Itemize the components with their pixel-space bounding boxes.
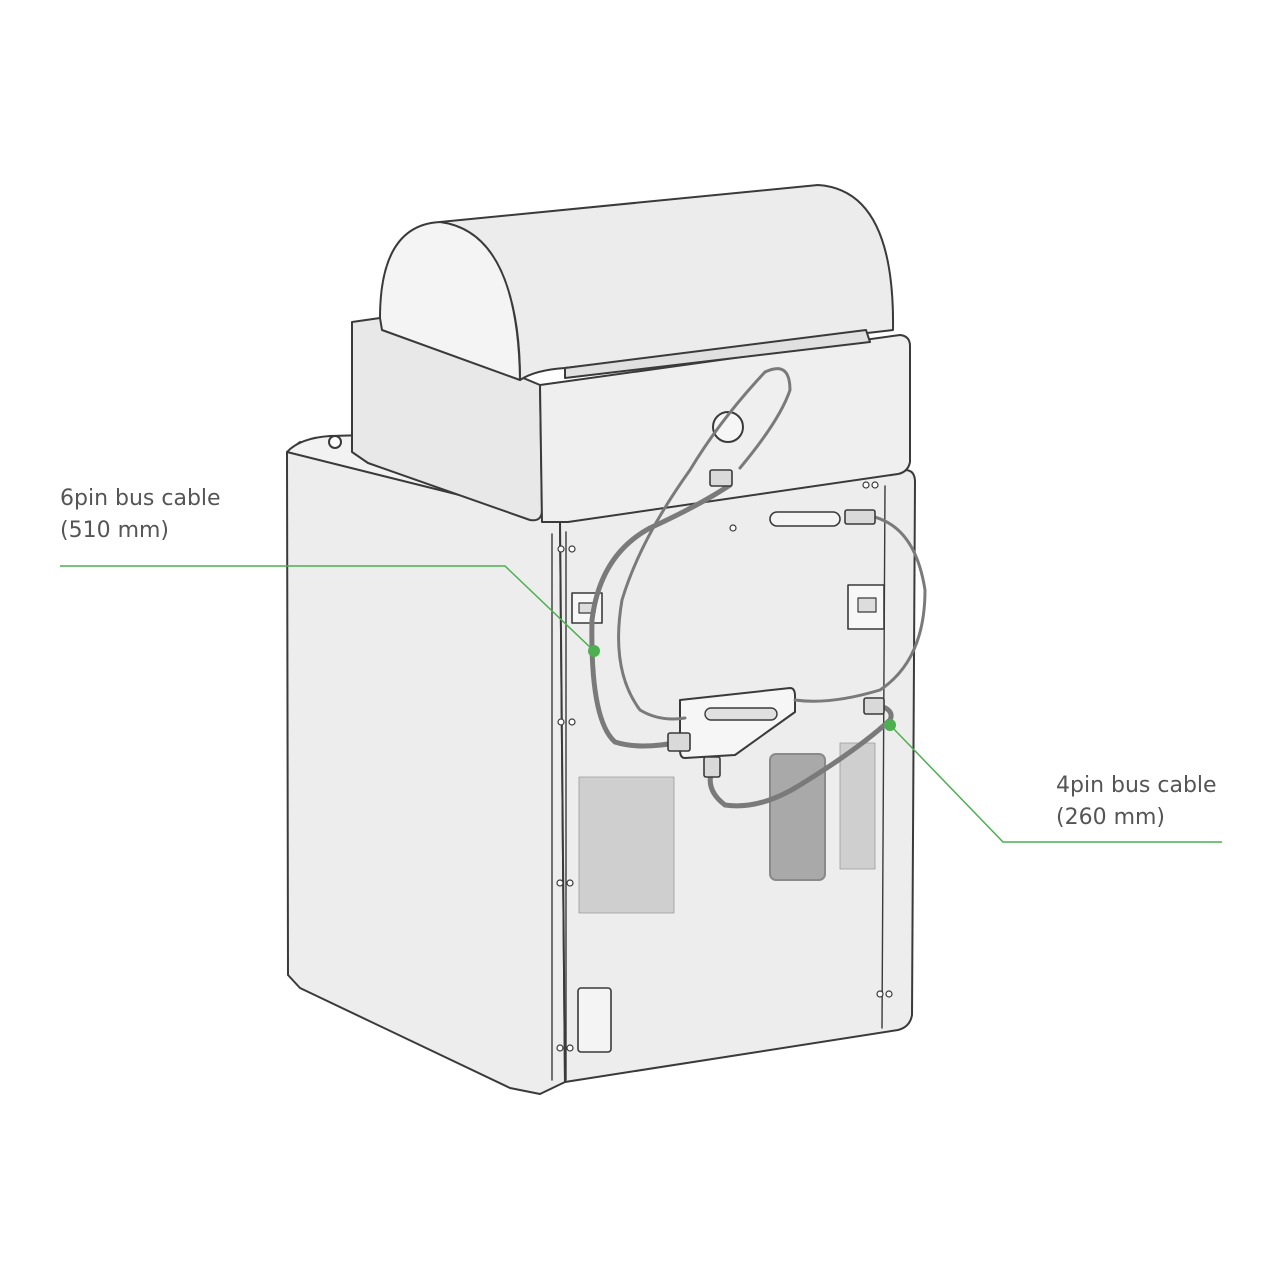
dome-rim bbox=[564, 329, 871, 379]
4pin-cable bbox=[707, 702, 894, 809]
hub-slot bbox=[704, 707, 778, 721]
dome-side-arc bbox=[379, 221, 521, 381]
loop-cable bbox=[617, 367, 792, 721]
callout-dot-6pin bbox=[588, 645, 600, 657]
callout-6pin-length: (510 mm) bbox=[60, 518, 170, 543]
top-slot bbox=[769, 511, 841, 527]
leader-line-4pin bbox=[889, 724, 1222, 843]
connector-6pin-hub bbox=[667, 732, 691, 752]
callout-dot-4pin bbox=[884, 719, 896, 731]
port-window-right-inner bbox=[857, 597, 877, 613]
callout-4pin-length: (260 mm) bbox=[1056, 805, 1166, 830]
callout-4pin-name: 4pin bus cable bbox=[1056, 773, 1217, 798]
callout-label-4pin: 4pin bus cable (260 mm) bbox=[1056, 770, 1217, 834]
vent-grille-right bbox=[839, 742, 876, 870]
6pin-cable bbox=[589, 482, 733, 749]
cabinet-back-face bbox=[559, 469, 916, 1083]
leader-line-6pin bbox=[60, 565, 595, 652]
rail-right bbox=[881, 485, 886, 1029]
connector-4pin-end bbox=[863, 697, 885, 715]
callout-6pin-name: 6pin bus cable bbox=[60, 486, 221, 511]
connector-right bbox=[844, 509, 876, 525]
right-loop-cable bbox=[793, 514, 927, 703]
top-hole bbox=[328, 435, 342, 449]
bottom-hatch bbox=[577, 987, 612, 1053]
screws bbox=[556, 481, 893, 1052]
callout-label-6pin: 6pin bus cable (510 mm) bbox=[60, 483, 221, 547]
cover-plate bbox=[769, 753, 826, 881]
connector-top bbox=[709, 469, 733, 487]
vent-grille-left bbox=[578, 776, 675, 914]
cable-grommet bbox=[712, 411, 744, 443]
connector-4pin-hub bbox=[703, 756, 721, 778]
bus-hub bbox=[679, 687, 796, 759]
cabinet-left-face bbox=[286, 441, 566, 1095]
